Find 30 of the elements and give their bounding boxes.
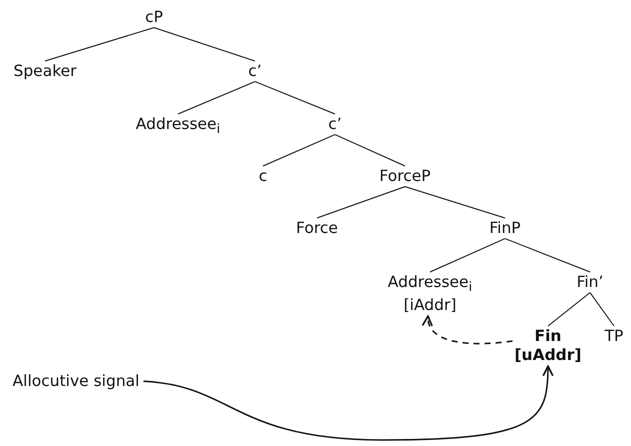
tree-branch bbox=[154, 27, 256, 62]
tree-branch bbox=[334, 134, 406, 166]
tree-branch bbox=[178, 81, 256, 114]
tree-branch bbox=[44, 27, 154, 62]
node-label: Fin’ bbox=[576, 273, 604, 292]
tree-branch bbox=[316, 186, 406, 218]
node-label: Addressee$_{i}$ bbox=[136, 115, 220, 138]
tree-branch bbox=[404, 186, 506, 218]
tree-branch bbox=[254, 81, 336, 114]
category-label: Addressee$_{i}$ bbox=[388, 273, 472, 296]
node-label: cP bbox=[145, 8, 163, 27]
category-label: Fin bbox=[534, 327, 562, 346]
node-label: c bbox=[258, 167, 268, 186]
feature-text: [iAddr] bbox=[404, 296, 456, 314]
tree-branch bbox=[590, 292, 614, 326]
curved-arrow bbox=[143, 365, 554, 441]
node-label: c’ bbox=[248, 62, 262, 81]
node-label: TP bbox=[604, 327, 624, 346]
tree-branch bbox=[262, 134, 336, 166]
node-label: Force bbox=[296, 219, 338, 238]
node-label: c’ bbox=[328, 115, 342, 134]
tree-branch bbox=[504, 238, 590, 272]
node-label: FinP bbox=[489, 219, 521, 238]
dashed-arrow bbox=[423, 315, 513, 344]
tree-branch bbox=[548, 292, 590, 326]
node-label: ForceP bbox=[379, 167, 431, 186]
feature-text: [uAddr] bbox=[514, 346, 582, 364]
tree-branch bbox=[430, 238, 506, 272]
node-label: Speaker bbox=[13, 62, 77, 81]
signal-label: Allocutive signal bbox=[12, 372, 140, 391]
